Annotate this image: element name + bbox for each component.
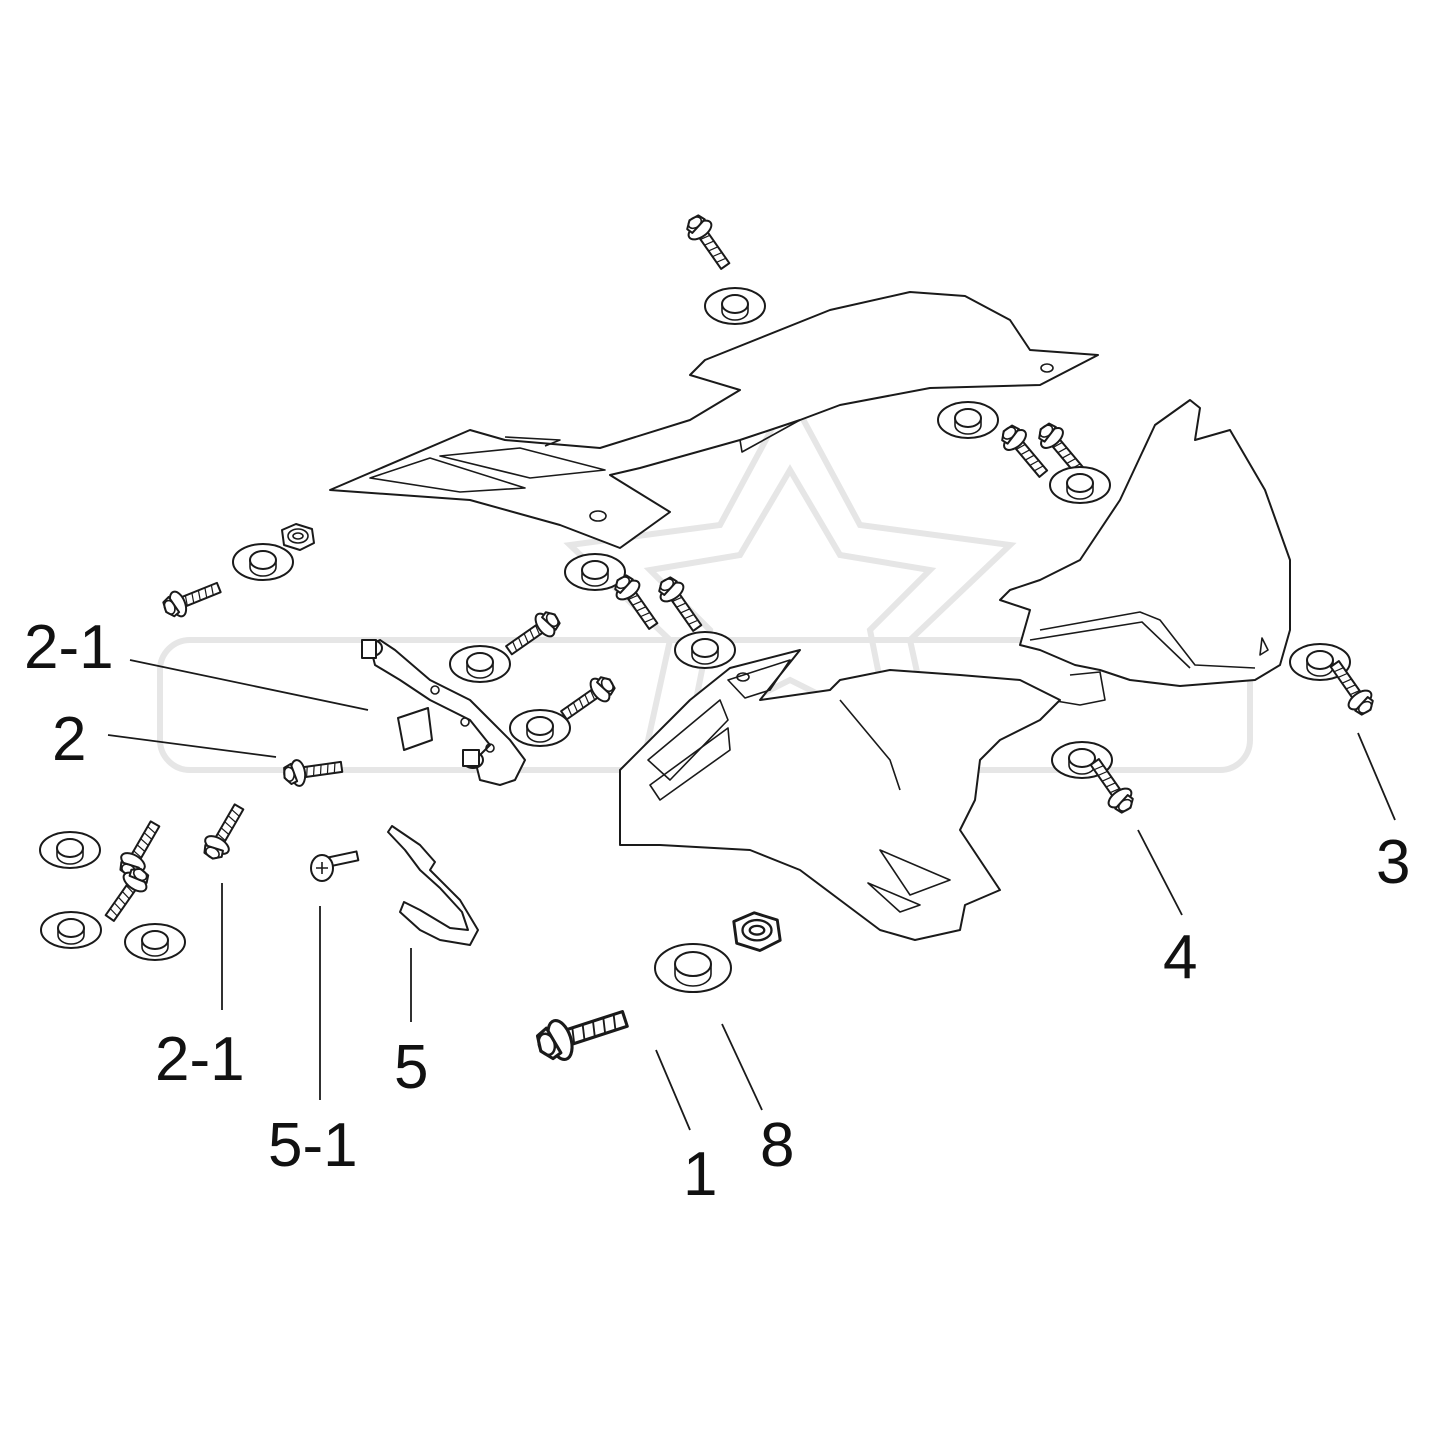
callout-5: 5: [394, 1033, 428, 1102]
bolt-icon: [197, 799, 252, 865]
washer-icon: [232, 543, 294, 581]
lower-fairing: [619, 649, 1061, 941]
bolt-icon: [98, 862, 155, 927]
washer-icon: [1049, 466, 1111, 504]
nut-icon: [732, 911, 782, 952]
bolt-icon: [652, 572, 709, 637]
mounting-bracket: [361, 639, 526, 786]
leader-lines: [107, 659, 1396, 1131]
washer-icon: [39, 831, 101, 869]
spring-clip: [387, 825, 479, 946]
washer-icon: [674, 631, 736, 669]
bolt-icon: [680, 210, 737, 275]
callout-2-1-top: 2-1: [24, 613, 114, 682]
washer-icon: [509, 709, 571, 747]
callout-labels: 2-1 2 2-1 5-1 5 1 8 4 3: [24, 613, 1410, 1209]
callout-1: 1: [683, 1140, 717, 1209]
bolt-icon: [159, 574, 225, 623]
bolt-icon: [1323, 655, 1380, 720]
washer-icon: [449, 645, 511, 683]
fastener-group: [39, 210, 1380, 1068]
washer-icon: [704, 287, 766, 325]
callout-2: 2: [52, 705, 86, 774]
washer-icon: [40, 911, 102, 949]
bolt-icon: [531, 998, 633, 1068]
callout-5-1: 5-1: [268, 1111, 358, 1180]
callout-4: 4: [1163, 923, 1197, 992]
washer-icon: [124, 923, 186, 961]
callout-3: 3: [1376, 828, 1410, 897]
bolt-icon: [608, 570, 665, 635]
callout-8: 8: [760, 1111, 794, 1180]
washer-icon: [654, 943, 732, 993]
inner-cowl: [999, 399, 1291, 706]
nut-icon: [281, 523, 315, 551]
washer-icon: [937, 401, 999, 439]
screw-icon: [310, 850, 360, 882]
bolt-icon: [500, 605, 565, 662]
bolt-icon: [281, 753, 345, 789]
upper-side-fairing: [329, 291, 1099, 549]
callout-2-1-bottom: 2-1: [155, 1025, 245, 1094]
